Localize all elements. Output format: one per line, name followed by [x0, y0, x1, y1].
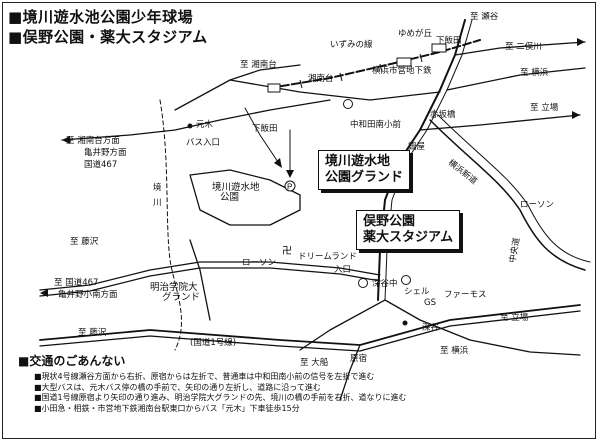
label-route467-w: 国道467 [84, 160, 118, 170]
road-west [61, 99, 331, 141]
label-shimoiida: 下飯田 [252, 124, 278, 134]
main-ground-box: 境川遊水地 公園グランド [318, 150, 411, 190]
label-gs: GS [424, 298, 436, 308]
label-fukaya: 深谷 [422, 323, 440, 333]
road-yokohama-shindo [429, 119, 586, 271]
title-line-2: ■俣野公園・薬大スタジアム [8, 28, 208, 46]
label-famima: ファーモス [444, 290, 487, 300]
label-yokohama-se: 至 横浜 [440, 346, 469, 356]
label-route1: (国道1号線) [190, 338, 237, 348]
traffic-notes: ■現状4号線瀬谷方面から右折、原宿からは左折で、普通車は中和田南小前の信号を左折… [34, 372, 589, 414]
label-motoki: 元木 [196, 120, 214, 130]
label-kamei: 亀井野方面 [84, 148, 127, 158]
label-izumino-line: いずみの線 [330, 40, 373, 50]
label-dreamland: ドリームランド [298, 252, 357, 262]
kyokawa-park-label: 境川遊水地公園 [212, 182, 260, 203]
label-fujisawa-sw: 至 藤沢 [78, 328, 107, 338]
label-yumegaoka: ゆめが丘 [398, 29, 433, 39]
label-tateba-se: 至 立場 [500, 313, 529, 323]
label-fujisawa-w: 至 藤沢 [70, 237, 99, 247]
svg-text:P: P [287, 183, 292, 192]
school-icon [187, 123, 408, 326]
kyokawa-river [159, 99, 182, 351]
label-route467-sw: 至 国道467 [54, 278, 99, 288]
traffic-note: ■国道1号線原宿より矢印の通り進み、明治学院大グランドの先、境川の橋の手前を右折… [34, 393, 407, 402]
meiji-ground-label: 明治学院大グランド [150, 282, 201, 303]
traffic-note: ■小田急・相鉄・市営地下鉄湘南台駅東口からバス「元木」下車徒歩15分 [34, 403, 300, 413]
label-tateba-ne: 至 立場 [530, 103, 559, 113]
label-shonandai-w: 至 湘南台方面 [66, 136, 120, 146]
label-kamei-minami: 亀井野小南方面 [58, 290, 118, 300]
railway-line [269, 39, 481, 89]
label-seyagaya: 至 瀬谷 [470, 12, 499, 22]
label-shimoiida-station: 下飯田 [436, 36, 462, 46]
title-line-1: ■境川遊水池公園少年球場 [8, 8, 194, 26]
map-frame [2, 2, 596, 439]
label-shonandai-station: 湘南台 [308, 74, 334, 84]
road-shonandai [229, 79, 441, 101]
label-iriguchi: 入口 [334, 265, 352, 275]
label-hara: 原宿 [350, 354, 368, 364]
parking-icon: P [284, 180, 296, 192]
police-icon [343, 99, 411, 288]
label-futamatagawa: 至 二俣川 [505, 42, 542, 52]
label-nakawada: 中和田南小前 [350, 120, 402, 130]
bus-stop-label: バス入口 [186, 138, 221, 148]
label-yokohama-ne: 至 横浜 [520, 68, 549, 78]
traffic-title: ■交通のごあんない [18, 354, 126, 368]
label-sakai: 境 [153, 183, 162, 193]
label-kawa: 川 [153, 198, 162, 208]
traffic-note: ■現状4号線瀬谷方面から右折、原宿からは左折で、普通車は中和田南小前の信号を左折… [34, 372, 375, 381]
label-akasaka: 赤坂橋 [430, 110, 456, 120]
label-ofuna: 至 大船 [300, 358, 329, 368]
traffic-note: ■大型バスは、元木バス停の橋の手前で、矢印の通り左折し、道路に沿って進む [34, 382, 321, 392]
stadium-box: 俣野公園 薬大スタジアム [356, 210, 461, 250]
label-lawson-west: ローソン [242, 258, 277, 268]
label-shonandai-n: 至 湘南台 [240, 60, 277, 70]
label-subway: 横浜市営地下鉄 [372, 66, 432, 76]
label-fukaya-naka: 深谷中 [372, 279, 398, 289]
label-nabeya: 鍋屋 [408, 142, 426, 152]
label-lawson-east: ローソン [520, 200, 555, 210]
temple-icon: 卍 [282, 245, 292, 257]
road-route-1 [39, 304, 581, 346]
label-shell: シェル [404, 287, 430, 297]
